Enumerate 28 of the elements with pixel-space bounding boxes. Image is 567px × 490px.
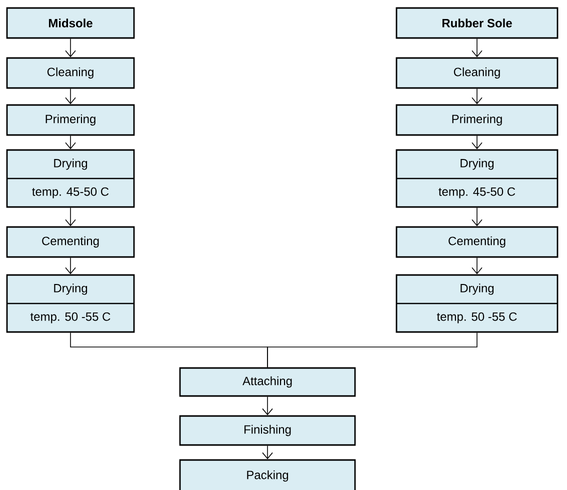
process-box: Attaching [179, 367, 356, 397]
start-box: Midsole [6, 7, 135, 39]
merge-line [267, 332, 478, 368]
process-box: Primering [6, 104, 135, 136]
arrow [65, 257, 76, 274]
arrow [65, 207, 76, 226]
process-box: Cleaning [396, 57, 558, 89]
arrow [472, 135, 482, 150]
process-box: Drying temp. 45-50 C [6, 149, 135, 208]
process-box: Finishing [179, 415, 356, 446]
start-box: Rubber Sole [396, 7, 558, 39]
process-box: Drying temp. 50 -55 C [6, 274, 135, 333]
process-box: Packing [179, 459, 356, 490]
arrow [262, 445, 273, 460]
arrow [262, 396, 273, 416]
process-box: Drying temp. 50 -55 C [396, 274, 558, 333]
arrow [472, 207, 482, 226]
process-box: Cleaning [6, 57, 135, 89]
arrow [472, 88, 482, 104]
arrow [472, 257, 482, 274]
process-box: Primering [396, 104, 558, 136]
process-box: Drying temp. 45-50 C [396, 149, 558, 208]
arrow [65, 88, 76, 104]
arrow [65, 135, 76, 150]
process-box: Cementing [6, 226, 135, 258]
arrow [472, 38, 482, 58]
process-box: Cementing [396, 226, 558, 258]
arrow [65, 38, 76, 58]
